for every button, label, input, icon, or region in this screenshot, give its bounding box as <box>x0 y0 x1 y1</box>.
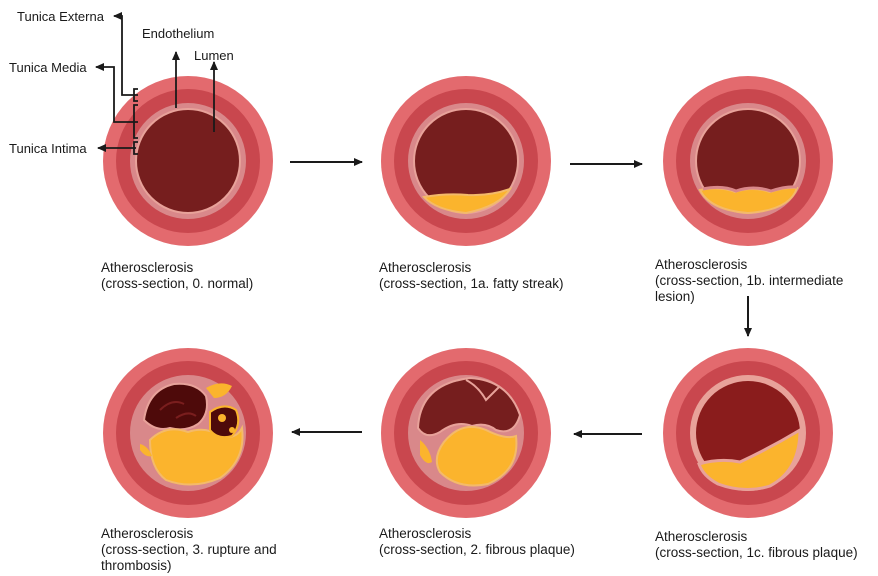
artery-stage-1c-fibrous-plaque <box>663 348 833 518</box>
caption-title: Atherosclerosis <box>379 260 599 276</box>
label-endothelium: Endothelium <box>142 26 214 41</box>
caption-detail-cont: lesion) <box>655 289 875 305</box>
caption-title: Atherosclerosis <box>655 257 875 273</box>
caption-stage-1b: Atherosclerosis (cross-section, 1b. inte… <box>655 257 875 305</box>
artery-stage-0-normal <box>103 76 273 246</box>
artery-stage-1a-fatty-streak <box>381 76 551 246</box>
label-tunica-media: Tunica Media <box>9 60 87 75</box>
caption-detail: (cross-section, 2. fibrous plaque) <box>379 542 609 558</box>
caption-title: Atherosclerosis <box>655 529 877 545</box>
caption-stage-2: Atherosclerosis (cross-section, 2. fibro… <box>379 526 609 558</box>
artery-stage-3-rupture-thrombosis <box>103 348 273 518</box>
caption-title: Atherosclerosis <box>101 260 291 276</box>
caption-stage-0: Atherosclerosis (cross-section, 0. norma… <box>101 260 291 292</box>
artery-stage-1b-intermediate-lesion <box>663 76 833 246</box>
caption-title: Atherosclerosis <box>379 526 609 542</box>
caption-title: Atherosclerosis <box>101 526 321 542</box>
caption-detail: (cross-section, 1a. fatty streak) <box>379 276 599 292</box>
label-tunica-externa: Tunica Externa <box>17 9 104 24</box>
caption-detail: (cross-section, 1b. intermediate <box>655 273 875 289</box>
label-lumen: Lumen <box>194 48 234 63</box>
caption-stage-1c: Atherosclerosis (cross-section, 1c. fibr… <box>655 529 877 561</box>
label-tunica-intima: Tunica Intima <box>9 141 87 156</box>
caption-detail-cont: thrombosis) <box>101 558 321 574</box>
caption-stage-1a: Atherosclerosis (cross-section, 1a. fatt… <box>379 260 599 292</box>
caption-detail: (cross-section, 1c. fibrous plaque) <box>655 545 877 561</box>
caption-stage-3: Atherosclerosis (cross-section, 3. ruptu… <box>101 526 321 574</box>
caption-detail: (cross-section, 0. normal) <box>101 276 291 292</box>
artery-stage-2-fibrous-plaque <box>381 348 551 518</box>
caption-detail: (cross-section, 3. rupture and <box>101 542 321 558</box>
